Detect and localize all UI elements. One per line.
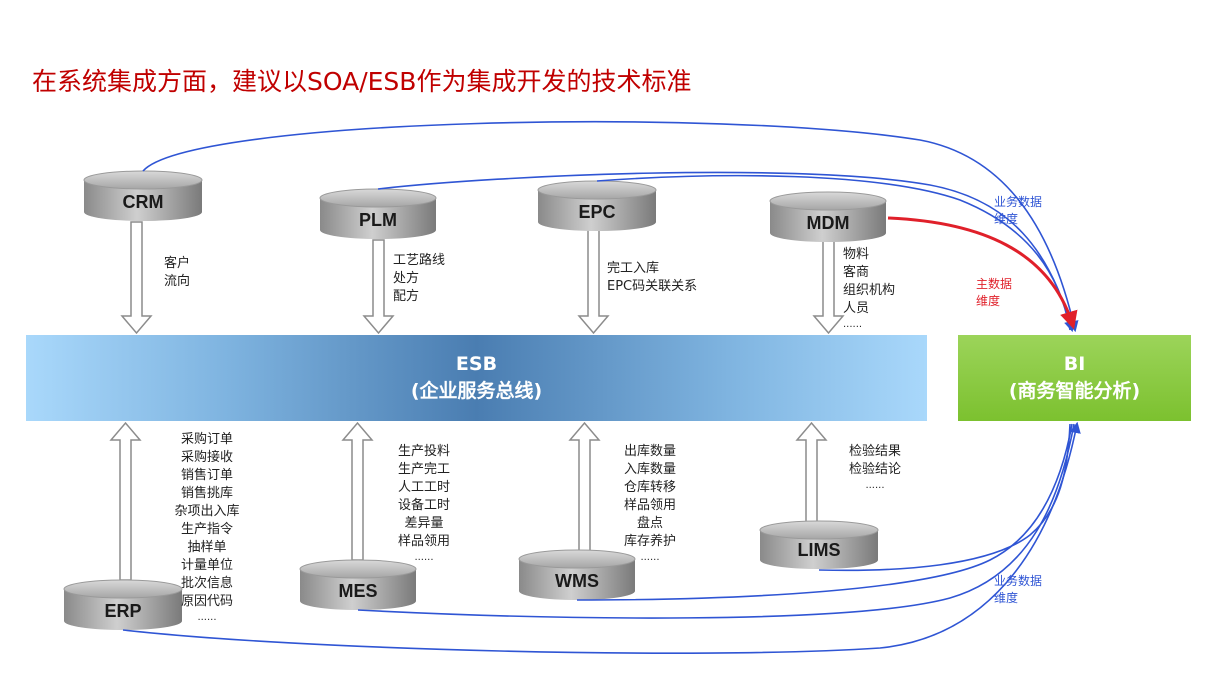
- mes-data-items: 生产投料 生产完工 人工工时 设备工时 差异量 样品领用 ......: [384, 443, 464, 565]
- mdm-to-bi-master-flow: [887, 216, 1078, 330]
- mes-data-item: 生产完工: [397, 462, 450, 477]
- mdm-down-arrow: [812, 239, 845, 335]
- mes-database[interactable]: [299, 559, 417, 610]
- mes-data-item: ......: [414, 552, 434, 563]
- mdm-data-item: ......: [843, 319, 863, 330]
- mdm-data-items: 物料 客商 组织机构 人员 ......: [843, 246, 895, 332]
- crm-data-item: 流向: [164, 274, 191, 289]
- flow-label-line: 维度: [976, 294, 1001, 308]
- mes-to-bi-flow: [357, 423, 1075, 619]
- epc-label: EPC: [578, 202, 615, 222]
- erp-data-item: ......: [197, 612, 217, 623]
- mes-data-item: 人工工时: [397, 480, 450, 495]
- lims-to-bi-flow: [818, 423, 1071, 572]
- lims-data-item: 检验结果: [848, 444, 901, 459]
- plm-down-arrow: [362, 239, 395, 335]
- erp-data-item: 计量单位: [180, 558, 233, 573]
- flow-label-line: 维度: [994, 591, 1019, 605]
- crm-down-arrow: [120, 221, 153, 335]
- erp-database[interactable]: [63, 579, 183, 630]
- flow-label-line: 业务数据: [994, 574, 1043, 588]
- mdm-database[interactable]: [769, 191, 887, 242]
- wms-data-item: 库存养护: [623, 534, 676, 549]
- lims-data-item: ......: [865, 480, 885, 491]
- lims-label: LIMS: [798, 540, 841, 560]
- mdm-data-item: 客商: [843, 265, 870, 280]
- wms-data-item: 入库数量: [623, 462, 676, 477]
- wms-data-item: 出库数量: [623, 444, 676, 459]
- esb-subtitle: (企业服务总线): [410, 380, 543, 402]
- plm-database[interactable]: [319, 188, 437, 239]
- epc-data-item: 完工入库: [607, 261, 660, 276]
- erp-data-item: 销售挑库: [180, 486, 233, 501]
- mes-up-arrow: [341, 421, 374, 561]
- wms-to-bi-flow: [576, 423, 1073, 601]
- mes-data-item: 差异量: [404, 516, 444, 531]
- plm-to-bi-flow: [377, 171, 1076, 333]
- erp-data-item: 批次信息: [180, 576, 233, 591]
- bi-box[interactable]: BI (商务智能分析): [958, 335, 1191, 421]
- page-title: 在系统集成方面，建议以SOA/ESB作为集成开发的技术标准: [32, 67, 692, 96]
- plm-data-items: 工艺路线 处方 配方: [393, 252, 445, 306]
- crm-to-bi-flow: [142, 120, 1079, 333]
- esb-bar[interactable]: ESB (企业服务总线): [26, 335, 927, 421]
- crm-label: CRM: [123, 192, 164, 212]
- mes-data-item: 设备工时: [397, 498, 450, 513]
- wms-data-item: 盘点: [636, 516, 663, 531]
- mes-data-item: 生产投料: [397, 444, 450, 459]
- lims-up-arrow: [795, 421, 828, 523]
- plm-label: PLM: [359, 210, 397, 230]
- wms-data-item: ......: [640, 552, 660, 563]
- flow-label-line: 主数据: [976, 277, 1013, 291]
- mdm-data-item: 物料: [843, 247, 870, 262]
- flow-label-line: 维度: [994, 212, 1019, 226]
- lims-data-item: 检验结论: [848, 462, 901, 477]
- mdm-data-item: 人员: [843, 301, 870, 316]
- wms-data-item: 样品领用: [623, 498, 676, 513]
- crm-database[interactable]: [83, 170, 203, 221]
- epc-down-arrow: [577, 229, 610, 335]
- wms-label: WMS: [555, 571, 599, 591]
- erp-data-item: 销售订单: [180, 468, 233, 483]
- plm-data-item: 配方: [393, 289, 420, 304]
- wms-data-item: 仓库转移: [623, 480, 676, 495]
- epc-data-item: EPC码关联关系: [607, 279, 698, 294]
- business-data-dimension-bottom: 业务数据 维度: [994, 573, 1042, 607]
- bi-subtitle: (商务智能分析): [1008, 380, 1141, 402]
- lims-database[interactable]: [759, 520, 879, 569]
- erp-up-arrow: [109, 421, 142, 581]
- bi-title: BI: [1063, 353, 1086, 375]
- erp-to-bi-flow: [122, 421, 1081, 654]
- crm-data-item: 客户: [164, 256, 191, 271]
- erp-data-item: 采购订单: [180, 432, 233, 447]
- wms-database[interactable]: [518, 549, 636, 600]
- epc-database[interactable]: [537, 180, 657, 231]
- crm-data-items: 客户 流向: [164, 255, 190, 291]
- erp-label: ERP: [104, 601, 141, 621]
- flow-label-line: 业务数据: [994, 195, 1043, 209]
- wms-up-arrow: [568, 421, 601, 553]
- mdm-label: MDM: [807, 213, 850, 233]
- erp-data-items: 采购订单 采购接收 销售订单 销售挑库 杂项出入库 生产指令 抽样单 计量单位 …: [152, 431, 262, 625]
- epc-to-bi-flow: [596, 174, 1071, 331]
- business-data-dimension-top: 业务数据 维度: [994, 194, 1042, 228]
- wms-data-items: 出库数量 入库数量 仓库转移 样品领用 盘点 库存养护 ......: [610, 443, 690, 565]
- mdm-data-item: 组织机构: [843, 283, 896, 298]
- plm-data-item: 工艺路线: [393, 253, 446, 268]
- erp-data-item: 采购接收: [180, 450, 233, 465]
- mes-data-item: 样品领用: [397, 534, 450, 549]
- plm-data-item: 处方: [393, 271, 420, 286]
- lims-data-items: 检验结果 检验结论 ......: [835, 443, 915, 493]
- erp-data-item: 杂项出入库: [174, 504, 240, 519]
- erp-data-item: 抽样单: [187, 540, 227, 555]
- esb-title: ESB: [455, 353, 498, 375]
- master-data-dimension: 主数据 维度: [976, 276, 1012, 310]
- erp-data-item: 原因代码: [180, 594, 233, 609]
- erp-data-item: 生产指令: [180, 522, 233, 537]
- mes-label: MES: [338, 581, 377, 601]
- epc-data-items: 完工入库 EPC码关联关系: [607, 260, 697, 296]
